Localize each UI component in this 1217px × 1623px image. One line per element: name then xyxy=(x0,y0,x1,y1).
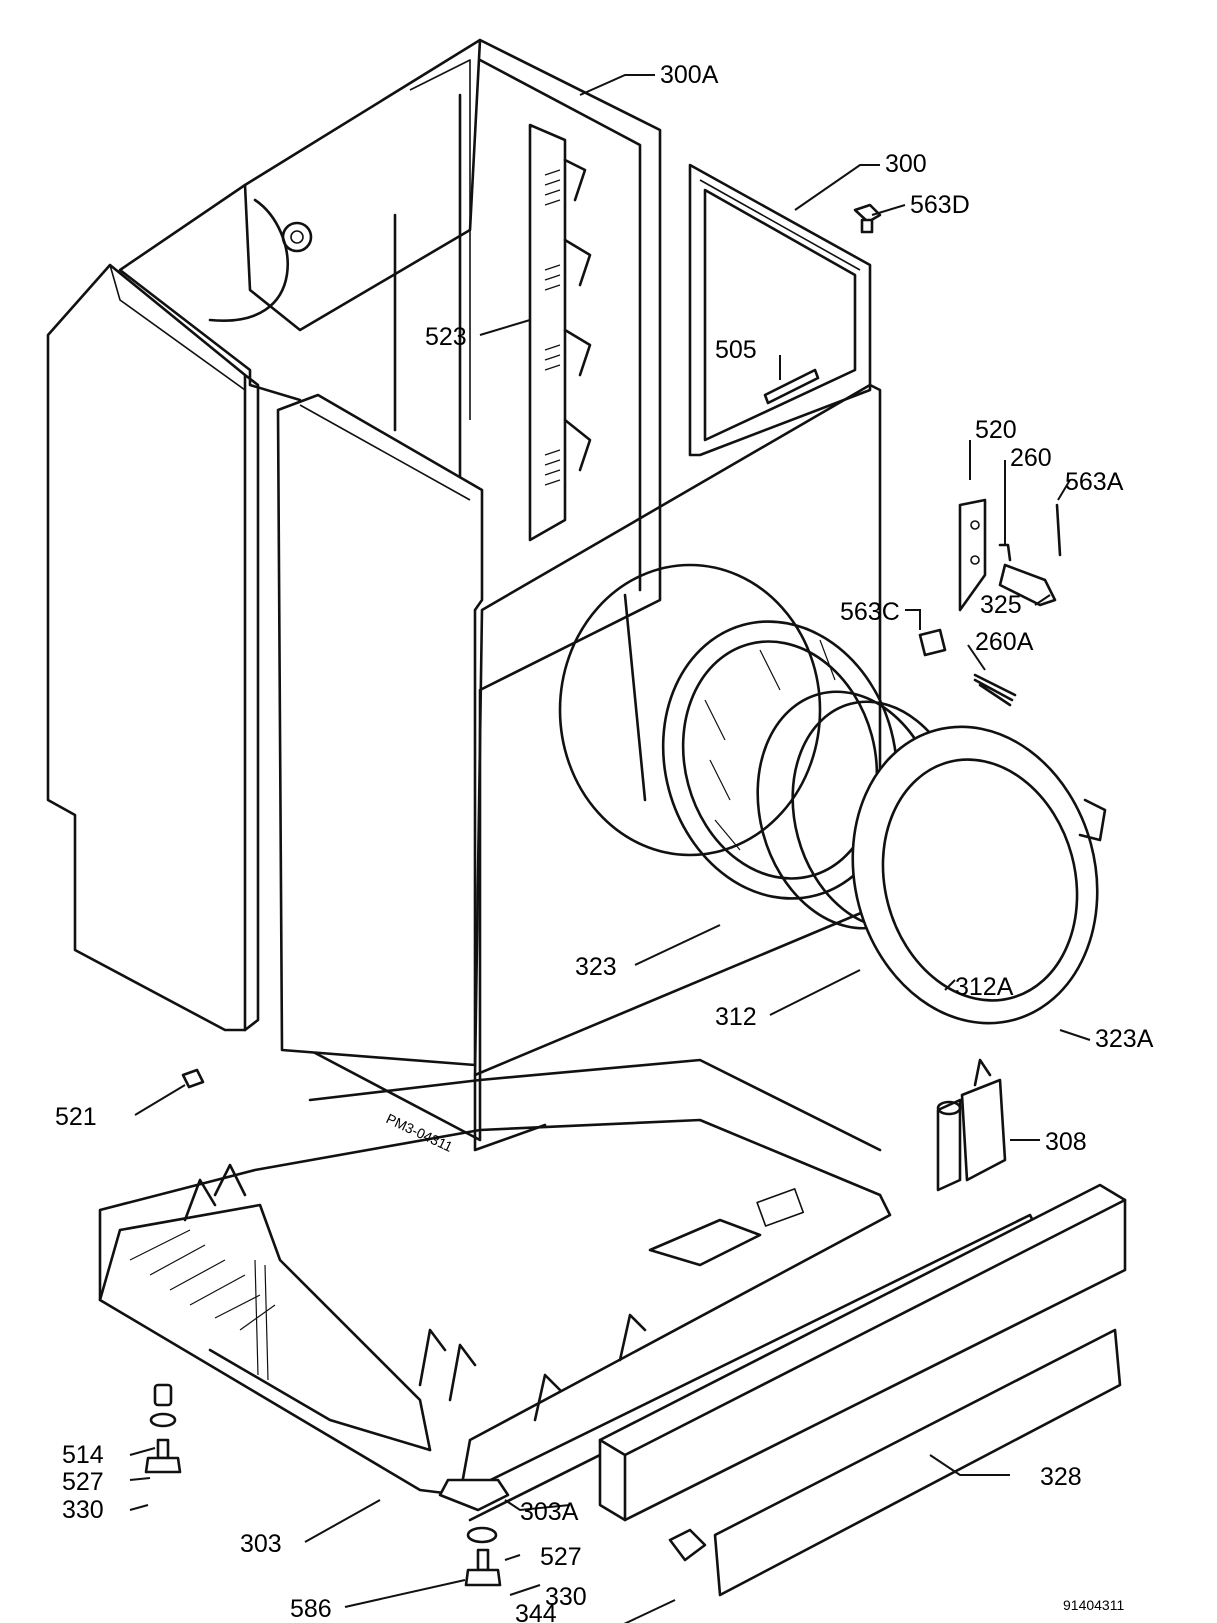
rear-rail xyxy=(528,123,592,542)
kick-plate-328 xyxy=(598,1183,1127,1597)
label-303: 303 xyxy=(240,1530,282,1558)
label-586: 586 xyxy=(290,1595,332,1623)
label-325: 325 xyxy=(980,591,1022,619)
label-312: 312 xyxy=(715,1003,757,1031)
pin-505 xyxy=(763,368,820,405)
label-323A: 323A xyxy=(1095,1025,1154,1053)
figure-number: 91404311 xyxy=(1063,1597,1124,1613)
label-514: 514 xyxy=(62,1441,104,1469)
right-frame xyxy=(688,163,872,457)
label-328: 328 xyxy=(1040,1463,1082,1491)
cabinet-frame xyxy=(118,38,662,1142)
label-330-left: 330 xyxy=(62,1496,104,1524)
label-520: 520 xyxy=(975,416,1017,444)
label-521: 521 xyxy=(55,1103,97,1131)
label-260: 260 xyxy=(1010,444,1052,472)
label-303A: 303A xyxy=(520,1498,579,1526)
label-312A: 312A xyxy=(955,973,1014,1001)
foot-hardware-center xyxy=(438,1478,707,1587)
door-hinge-parts xyxy=(918,498,1062,707)
label-308: 308 xyxy=(1045,1128,1087,1156)
left-side-panel xyxy=(46,263,260,1032)
label-527-left: 527 xyxy=(62,1468,104,1496)
foot-hardware-left xyxy=(144,1383,182,1474)
screw-521 xyxy=(181,1068,205,1089)
label-563C: 563C xyxy=(840,598,900,626)
door-seal-ring xyxy=(661,620,899,900)
label-344: 344 xyxy=(515,1600,557,1623)
label-330: 330 xyxy=(545,1583,587,1611)
label-300: 300 xyxy=(885,150,927,178)
front-panel xyxy=(276,383,882,1152)
label-260A: 260A xyxy=(975,628,1034,656)
label-523: 523 xyxy=(425,323,467,351)
door-frame xyxy=(851,725,1107,1025)
part-labels: 300A 300 563D 523 505 520 260 563A 325 5… xyxy=(55,61,1154,1623)
hinge-bracket-308 xyxy=(936,1058,1007,1192)
label-563A: 563A xyxy=(1065,468,1124,496)
label-563D: 563D xyxy=(910,191,970,219)
label-300A: 300A xyxy=(660,61,719,89)
stamp-text: PM3-04311 xyxy=(384,1110,456,1155)
label-527: 527 xyxy=(540,1543,582,1571)
label-505: 505 xyxy=(715,336,757,364)
screw-563D xyxy=(853,203,882,234)
leader-lines xyxy=(129,74,1091,1623)
label-323: 323 xyxy=(575,953,617,981)
